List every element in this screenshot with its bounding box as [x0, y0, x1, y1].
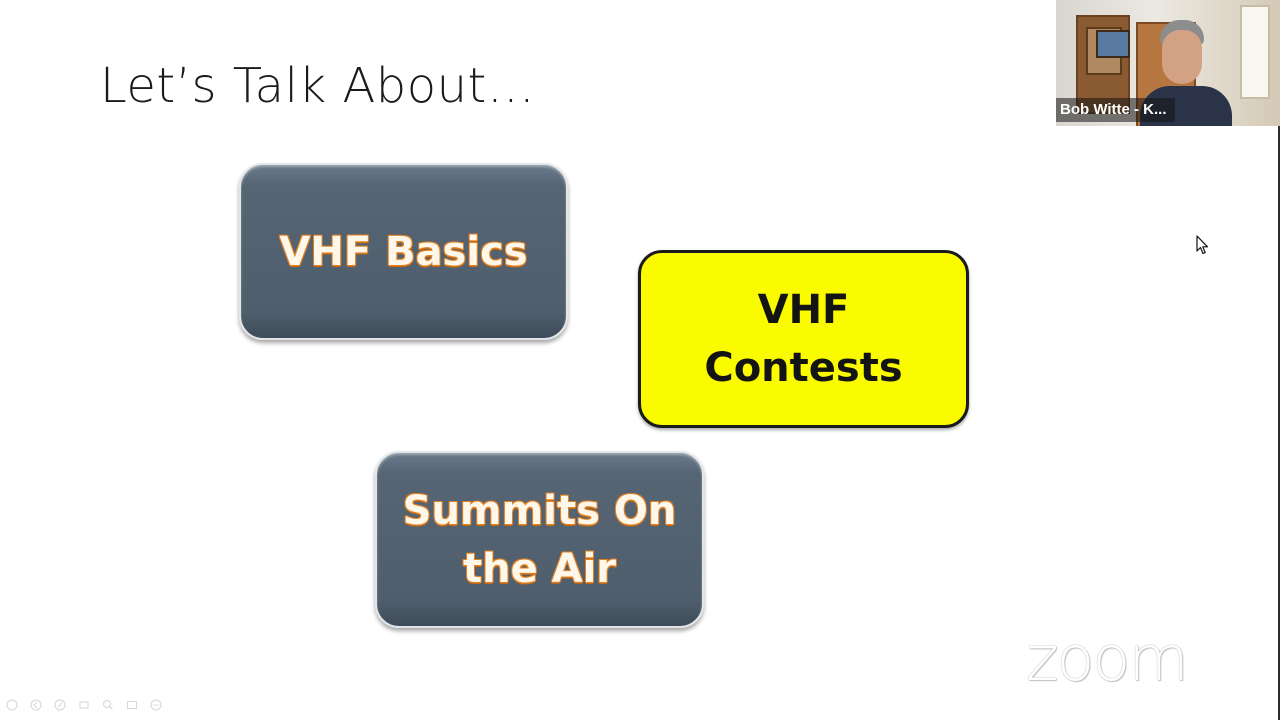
- topic-vhf-basics-label: VHF Basics: [279, 228, 528, 275]
- participant-video-tile[interactable]: Bob Witte - K...: [1056, 0, 1280, 126]
- topic-summits-on-the-air: Summits On the Air: [375, 451, 704, 628]
- video-picture-frame: [1096, 30, 1130, 58]
- more-icon[interactable]: [148, 697, 164, 713]
- pointer-icon[interactable]: [4, 697, 20, 713]
- window-edge: [1278, 126, 1280, 720]
- eraser-icon[interactable]: [76, 697, 92, 713]
- slides-icon[interactable]: [124, 697, 140, 713]
- back-icon[interactable]: [28, 697, 44, 713]
- topic-sota-line1: Summits On: [402, 487, 677, 534]
- participant-avatar: [1140, 20, 1232, 126]
- video-window: [1240, 5, 1270, 99]
- zoom-icon[interactable]: [100, 697, 116, 713]
- topic-sota-line2: the Air: [462, 545, 617, 592]
- topic-vhf-contests: VHF Contests: [638, 250, 969, 428]
- pen-icon[interactable]: [52, 697, 68, 713]
- mouse-cursor-icon: [1196, 235, 1209, 255]
- topic-vhf-contests-line2: Contests: [704, 345, 903, 391]
- zoom-logo-watermark: zoom: [1026, 622, 1189, 695]
- topic-vhf-contests-line1: VHF: [757, 287, 850, 333]
- participant-name-label: Bob Witte - K...: [1056, 98, 1175, 122]
- slideshow-toolbar: [4, 697, 164, 713]
- slide-title: Let’s Talk About…: [100, 58, 536, 114]
- topic-vhf-basics: VHF Basics: [239, 163, 568, 340]
